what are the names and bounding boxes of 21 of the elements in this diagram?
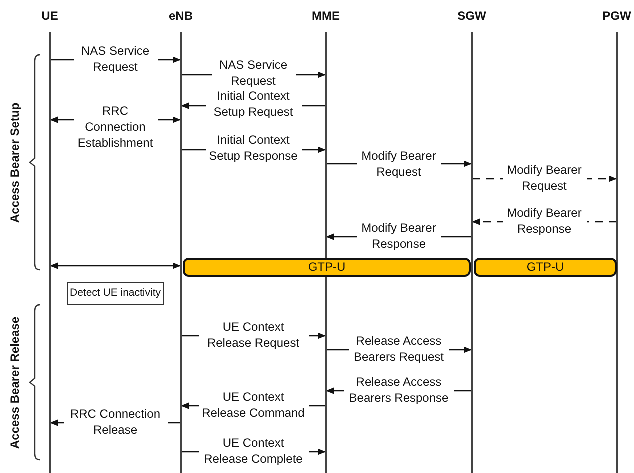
message-label: NAS Service Request: [74, 43, 158, 75]
participant-label: PGW: [602, 8, 632, 24]
message-label: Modify Bearer Request: [502, 162, 586, 194]
message-arrow: [50, 262, 181, 270]
phase-label: Access Bearer Setup: [8, 101, 22, 225]
message-label: Modify Bearer Response: [502, 205, 586, 237]
participant-label: eNB: [168, 8, 194, 24]
message-label: NAS Service Request: [212, 57, 296, 89]
message-label: Modify Bearer Response: [357, 220, 441, 252]
participant-label: UE: [40, 8, 60, 24]
tunnel-bar: GTP-U: [183, 258, 471, 277]
message-label: Initial Context Setup Response: [206, 132, 302, 164]
tunnel-bar: GTP-U: [474, 258, 617, 277]
phase-label: Access Bearer Release: [8, 315, 22, 451]
message-label: Release Access Bearers Response: [344, 374, 454, 406]
note-box: Detect UE inactivity: [67, 282, 164, 305]
participant-label: MME: [311, 8, 341, 24]
participant-label: SGW: [456, 8, 488, 24]
message-label: Release Access Bearers Request: [349, 333, 449, 365]
message-label: Modify Bearer Request: [357, 148, 441, 180]
message-label: Initial Context Setup Request: [206, 88, 302, 120]
